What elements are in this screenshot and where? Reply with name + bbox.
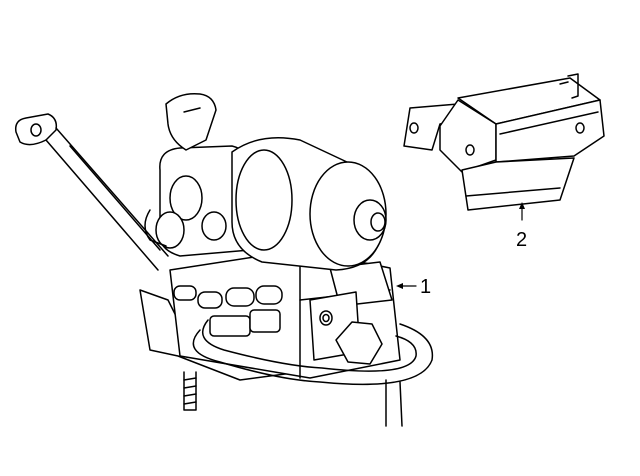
callout-2: 2: [516, 202, 527, 251]
hydraulic-unit: [144, 92, 434, 427]
brake-line-fittings: [173, 285, 283, 337]
callout-2-label: 2: [516, 229, 527, 251]
callout-1: 1: [396, 276, 431, 298]
callout-1-label: 1: [420, 276, 431, 298]
control-module: [403, 73, 605, 211]
